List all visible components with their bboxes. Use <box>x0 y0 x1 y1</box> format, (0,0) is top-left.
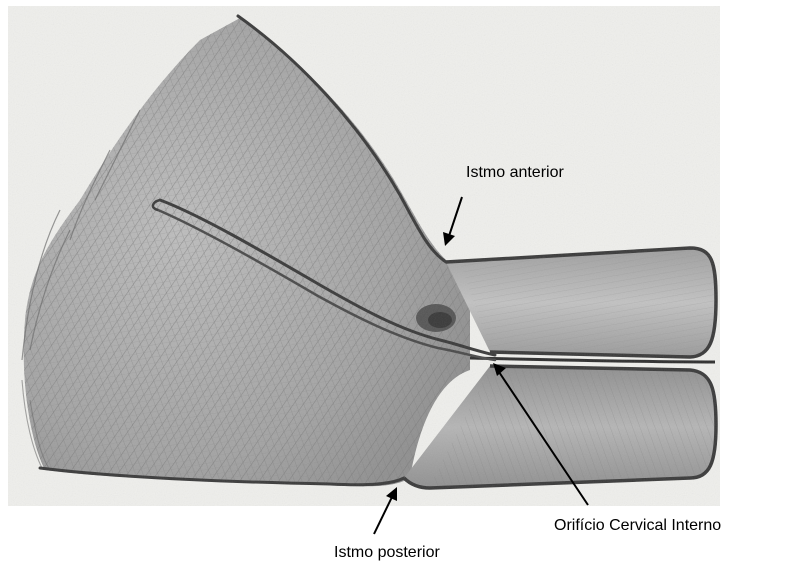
paper-grain <box>8 6 720 506</box>
label-istmo-anterior: Istmo anterior <box>466 164 564 181</box>
label-orificio-cervical-interno: Orifício Cervical Interno <box>554 517 721 534</box>
label-istmo-posterior: Istmo posterior <box>334 544 440 561</box>
